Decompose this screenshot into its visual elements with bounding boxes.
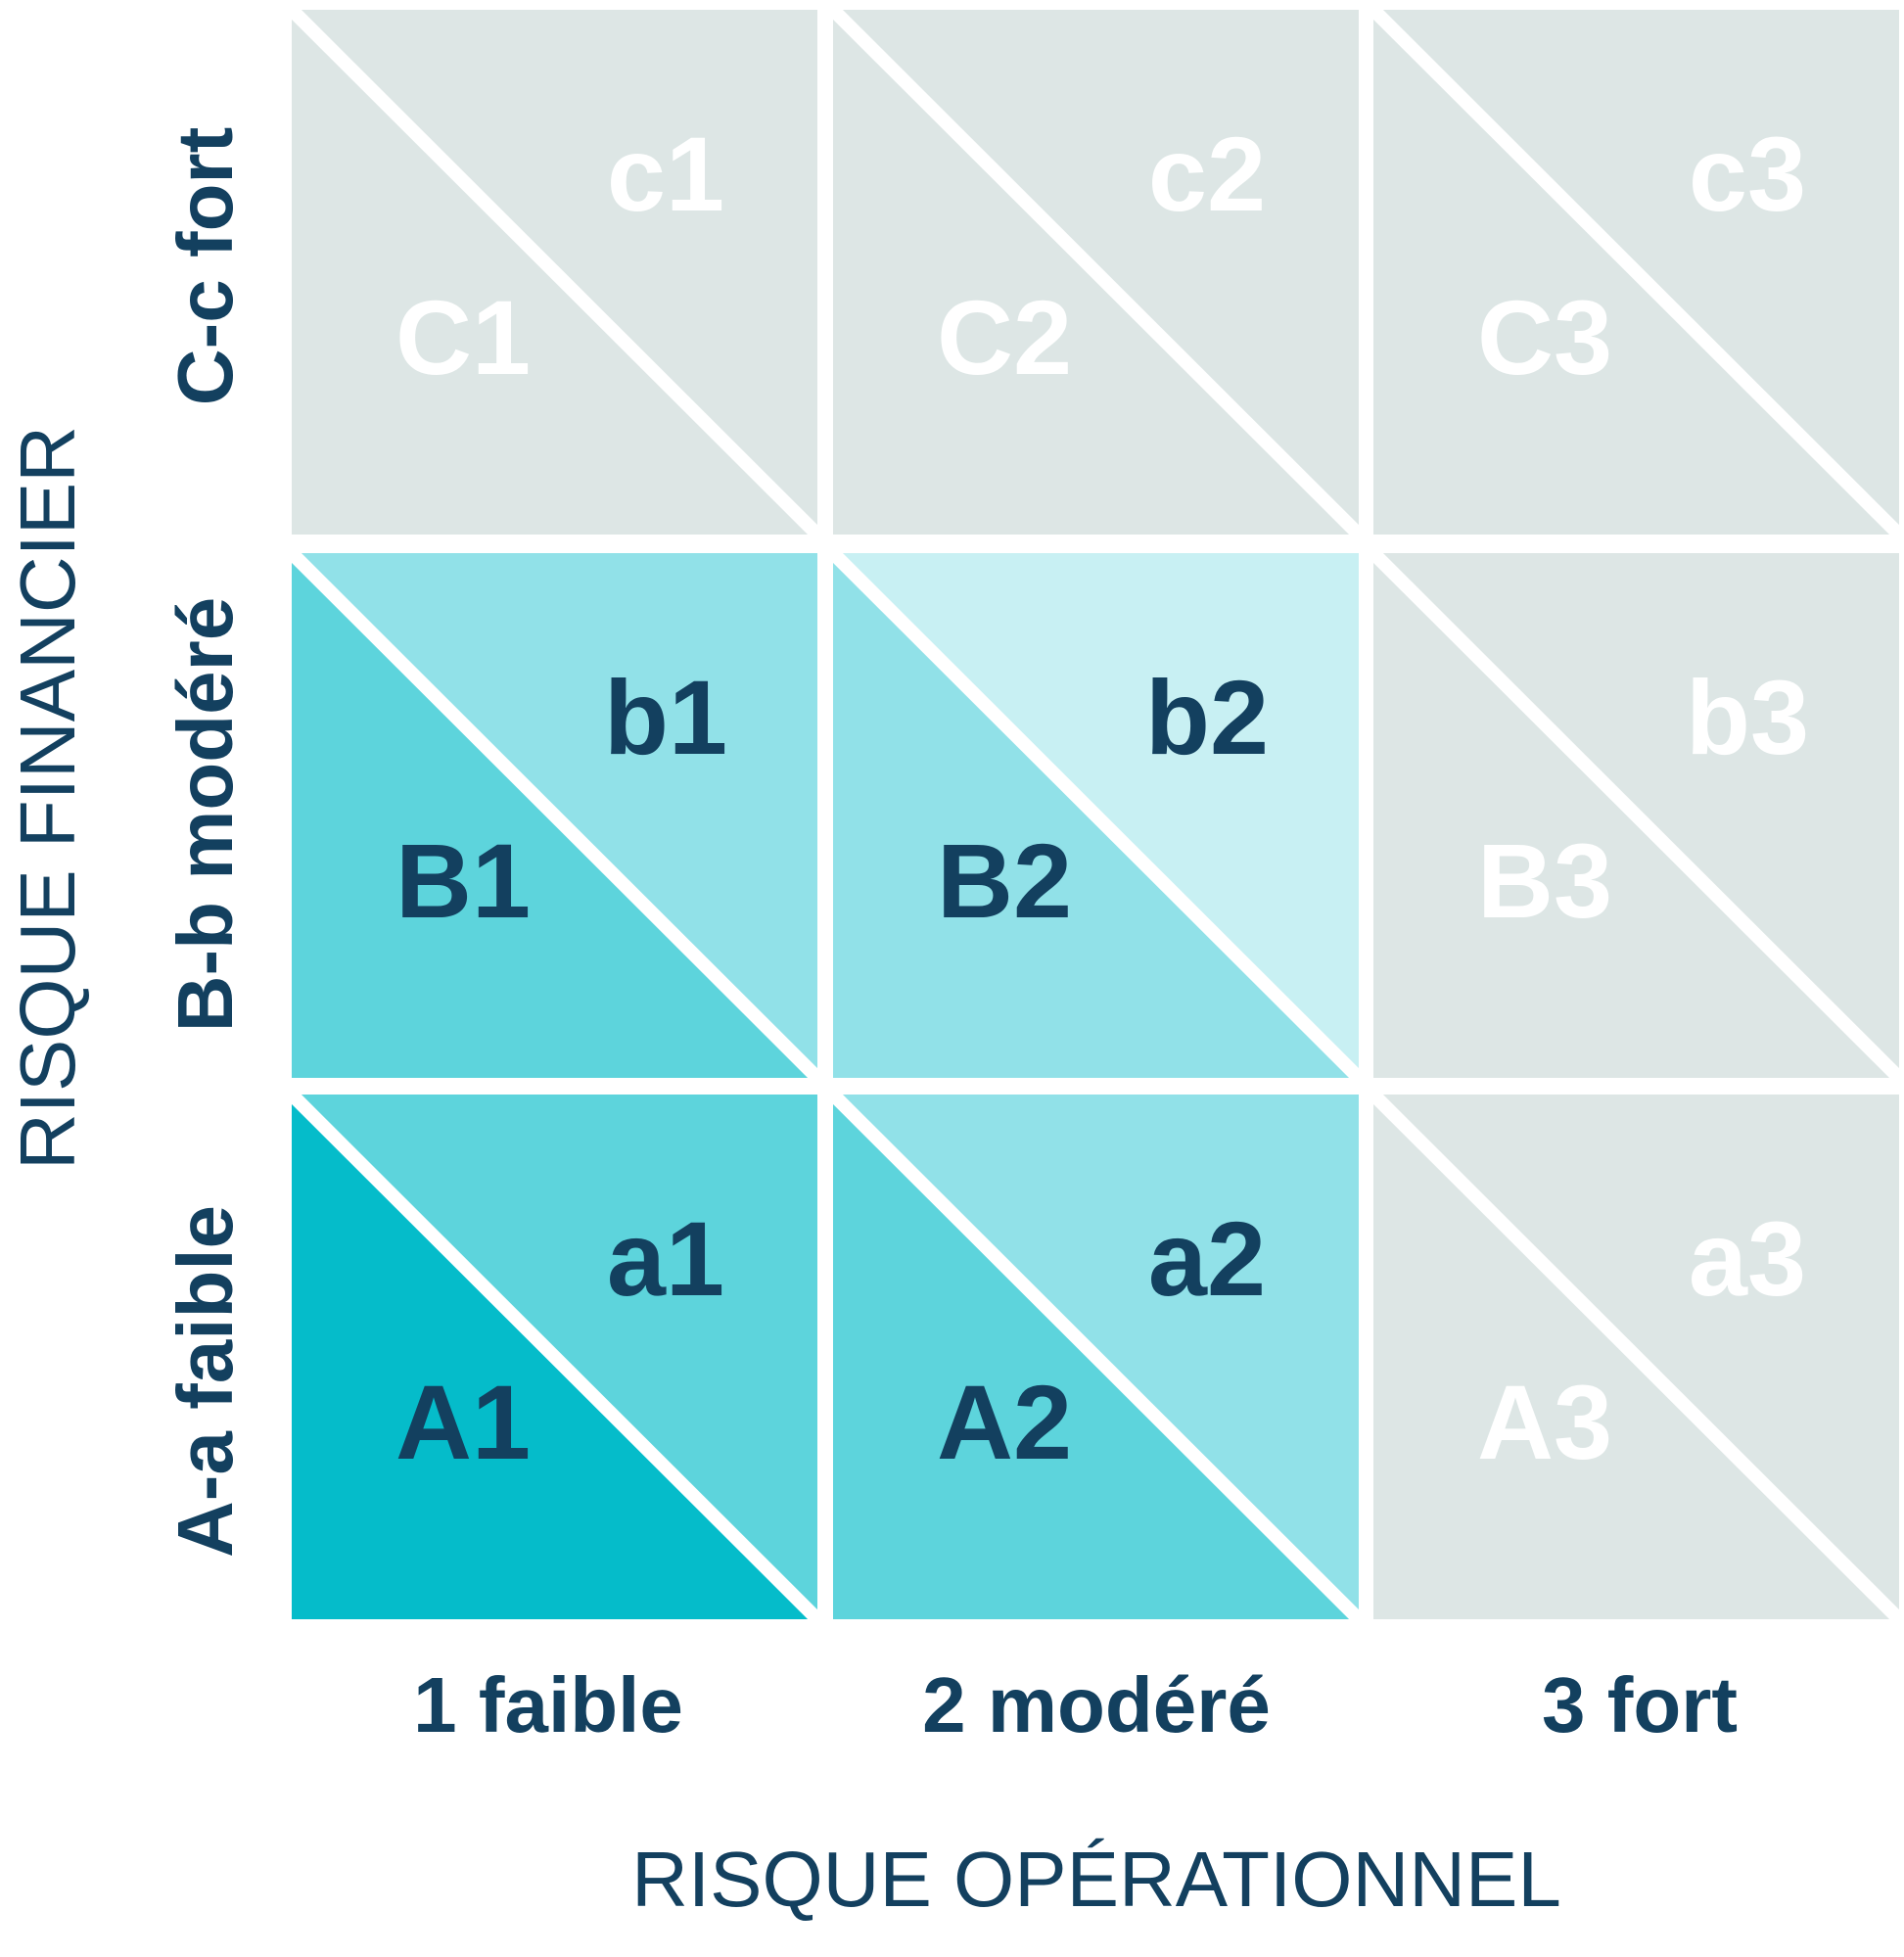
matrix-cell: B2 b2 <box>828 548 1364 1083</box>
cell-diagonal-line <box>287 5 822 539</box>
cell-lower-label: C2 <box>937 278 1072 396</box>
cell-diagonal-line <box>828 548 1364 1083</box>
cell-lower-label: B3 <box>1477 821 1612 940</box>
matrix-cell: A1 a1 <box>287 1090 822 1624</box>
cell-upper-label: c3 <box>1689 115 1806 233</box>
matrix-cell: B3 b3 <box>1369 548 1904 1083</box>
cell-upper-label: b2 <box>1145 658 1269 776</box>
cell-upper-label: a1 <box>607 1199 724 1318</box>
cell-diagonal-line <box>828 1090 1364 1624</box>
cell-lower-label: B2 <box>937 821 1072 940</box>
cell-upper-label: b1 <box>604 658 727 776</box>
matrix-cell: A2 a2 <box>828 1090 1364 1624</box>
cell-lower-label: A2 <box>937 1363 1072 1481</box>
x-level-label-2: 2 modéré <box>922 1661 1271 1748</box>
cell-upper-label: a3 <box>1689 1199 1806 1318</box>
cell-upper-label: a2 <box>1148 1199 1266 1318</box>
y-level-label-a: A-a faible <box>162 1205 249 1558</box>
cell-upper-label: c1 <box>607 115 724 233</box>
x-axis-title: RISQUE OPÉRATIONNEL <box>631 1836 1561 1923</box>
x-level-label-1: 1 faible <box>413 1661 683 1748</box>
matrix-cell: A3 a3 <box>1369 1090 1904 1624</box>
cell-diagonal-line <box>1369 1090 1904 1624</box>
cell-diagonal-line <box>287 1090 822 1624</box>
cell-upper-label: b3 <box>1686 658 1809 776</box>
y-level-label-b: B-b modéré <box>162 597 249 1033</box>
cell-upper-label: c2 <box>1148 115 1266 233</box>
cell-diagonal-line <box>287 548 822 1083</box>
cell-lower-label: C1 <box>395 278 531 396</box>
cell-diagonal-line <box>1369 5 1904 539</box>
cell-lower-label: C3 <box>1477 278 1612 396</box>
cell-lower-label: A1 <box>395 1363 531 1481</box>
matrix-cell: C3 c3 <box>1369 5 1904 539</box>
cell-lower-label: B1 <box>395 821 531 940</box>
cell-diagonal-line <box>828 5 1364 539</box>
y-level-label-c: C-c fort <box>162 127 249 405</box>
y-axis-title: RISQUE FINANCIER <box>4 426 91 1170</box>
cell-diagonal-line <box>1369 548 1904 1083</box>
x-axis: 1 faible 2 modéré 3 fort RISQUE OPÉRATIO… <box>413 1661 1738 1923</box>
cell-lower-label: A3 <box>1477 1363 1612 1481</box>
matrix-cell: B1 b1 <box>287 548 822 1083</box>
x-level-label-3: 3 fort <box>1542 1661 1738 1748</box>
y-axis: RISQUE FINANCIER A-a faible B-b modéré C… <box>4 127 249 1558</box>
matrix-cell: C2 c2 <box>828 5 1364 539</box>
matrix-cell: C1 c1 <box>287 5 822 539</box>
